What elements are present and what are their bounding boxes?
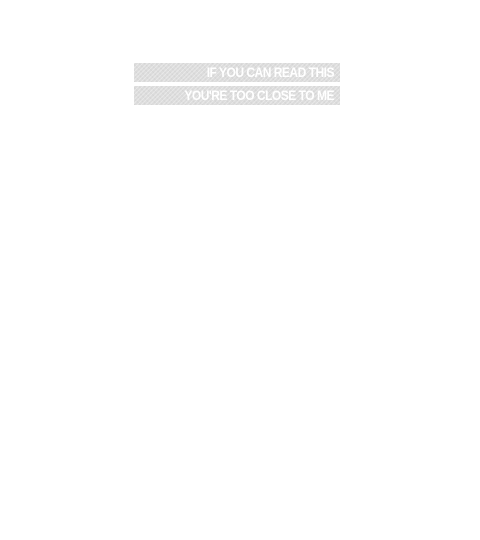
- banner-line-1-text: IF YOU CAN READ THIS: [206, 64, 335, 80]
- banner-line-2: YOU'RE TOO CLOSE TO ME: [134, 86, 340, 105]
- banner-line-1: IF YOU CAN READ THIS: [134, 63, 340, 82]
- printed-graphic: IF YOU CAN READ THIS YOU'RE TOO CLOSE TO…: [134, 63, 340, 109]
- banner-line-2-text: YOU'RE TOO CLOSE TO ME: [184, 87, 334, 103]
